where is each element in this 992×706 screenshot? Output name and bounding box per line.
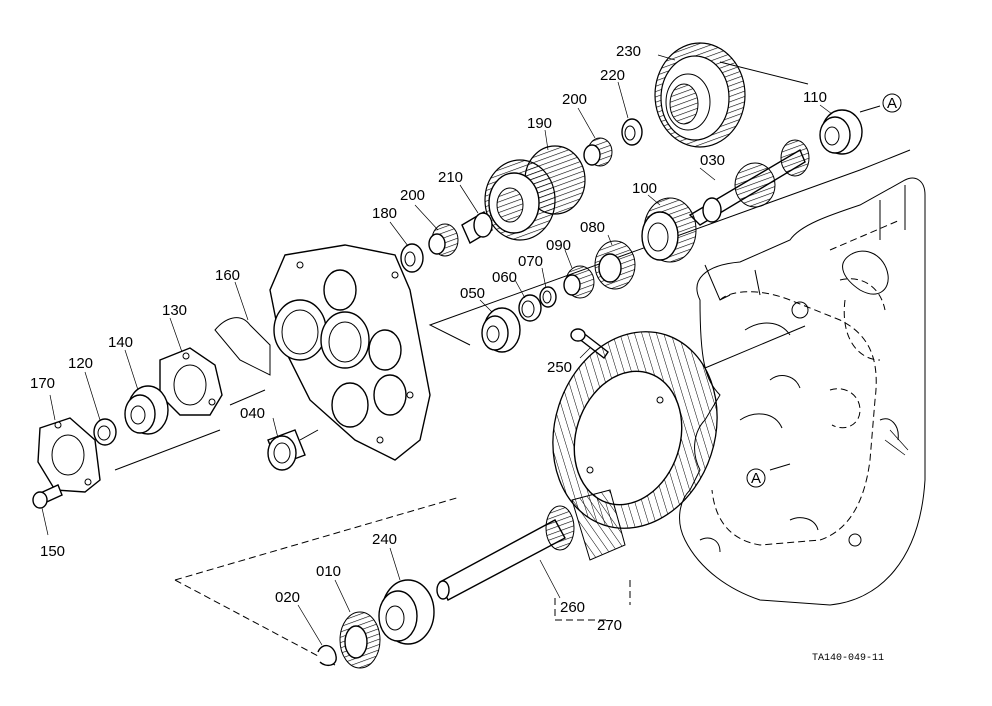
transmission-case xyxy=(679,177,926,606)
label-210: 210 xyxy=(438,169,463,186)
assembly-guide-lines xyxy=(114,61,911,666)
label-180: 180 xyxy=(372,205,397,222)
label-130: 130 xyxy=(162,302,187,319)
gear-100 xyxy=(641,197,697,263)
needle-bearing-200-lower xyxy=(428,223,459,257)
gear-010 xyxy=(339,611,381,669)
label-040: 040 xyxy=(240,405,265,422)
flange-170 xyxy=(37,417,101,493)
label-220: 220 xyxy=(600,67,625,84)
label-090: 090 xyxy=(546,237,571,254)
drawing-code: TA140-049-11 xyxy=(812,653,884,664)
label-190: 190 xyxy=(527,115,552,132)
label-030: 030 xyxy=(700,152,725,169)
bevel-gear-270 xyxy=(552,331,718,529)
label-140: 140 xyxy=(108,334,133,351)
label-060: 060 xyxy=(492,269,517,286)
bearing-050 xyxy=(481,307,521,353)
label-120: 120 xyxy=(68,355,93,372)
label-080: 080 xyxy=(580,219,605,236)
part-labels: 230 220 200 190 110 030 210 200 180 100 … xyxy=(30,43,884,664)
label-240: 240 xyxy=(372,531,397,548)
shaft-030 xyxy=(688,139,810,226)
label-010: 010 xyxy=(316,563,341,580)
label-160: 160 xyxy=(215,267,240,284)
needle-bearing-090 xyxy=(563,265,595,299)
label-250: 250 xyxy=(547,359,572,376)
seal-120 xyxy=(93,418,117,446)
bearing-240 xyxy=(378,579,435,645)
label-100: 100 xyxy=(632,180,657,197)
leader-lines xyxy=(41,54,833,646)
gear-230 xyxy=(654,42,746,148)
clip-020 xyxy=(317,645,337,667)
collar-060 xyxy=(518,294,542,322)
needle-bearing-200-upper xyxy=(583,137,613,167)
reference-mark-bottom: A xyxy=(746,463,791,488)
label-200-lower: 200 xyxy=(400,187,425,204)
sleeve-040 xyxy=(267,429,306,471)
gear-cluster-190 xyxy=(484,145,586,241)
bolt-150 xyxy=(32,484,63,509)
reference-mark-top-text: A xyxy=(887,95,897,112)
label-070: 070 xyxy=(518,253,543,270)
cover-130 xyxy=(159,347,223,416)
label-150: 150 xyxy=(40,543,65,560)
reference-mark-bottom-text: A xyxy=(751,470,761,487)
bearing-case-160 xyxy=(214,244,431,461)
label-230: 230 xyxy=(616,43,641,60)
pinion-shaft-260 xyxy=(436,489,626,601)
label-110: 110 xyxy=(803,89,827,106)
washer-180 xyxy=(400,243,424,273)
gear-080 xyxy=(594,240,636,290)
reference-mark-top: A xyxy=(859,93,902,113)
washer-220 xyxy=(621,118,643,146)
label-050: 050 xyxy=(460,285,485,302)
spacer-210 xyxy=(461,210,493,245)
label-260: 260 xyxy=(560,599,585,616)
label-020: 020 xyxy=(275,589,300,606)
bearing-140 xyxy=(124,385,169,435)
label-270: 270 xyxy=(597,617,622,634)
label-200-upper: 200 xyxy=(562,91,587,108)
bearing-110 xyxy=(819,109,863,155)
install-arrow xyxy=(704,325,806,369)
snap-ring-070 xyxy=(539,286,557,308)
label-170: 170 xyxy=(30,375,55,392)
